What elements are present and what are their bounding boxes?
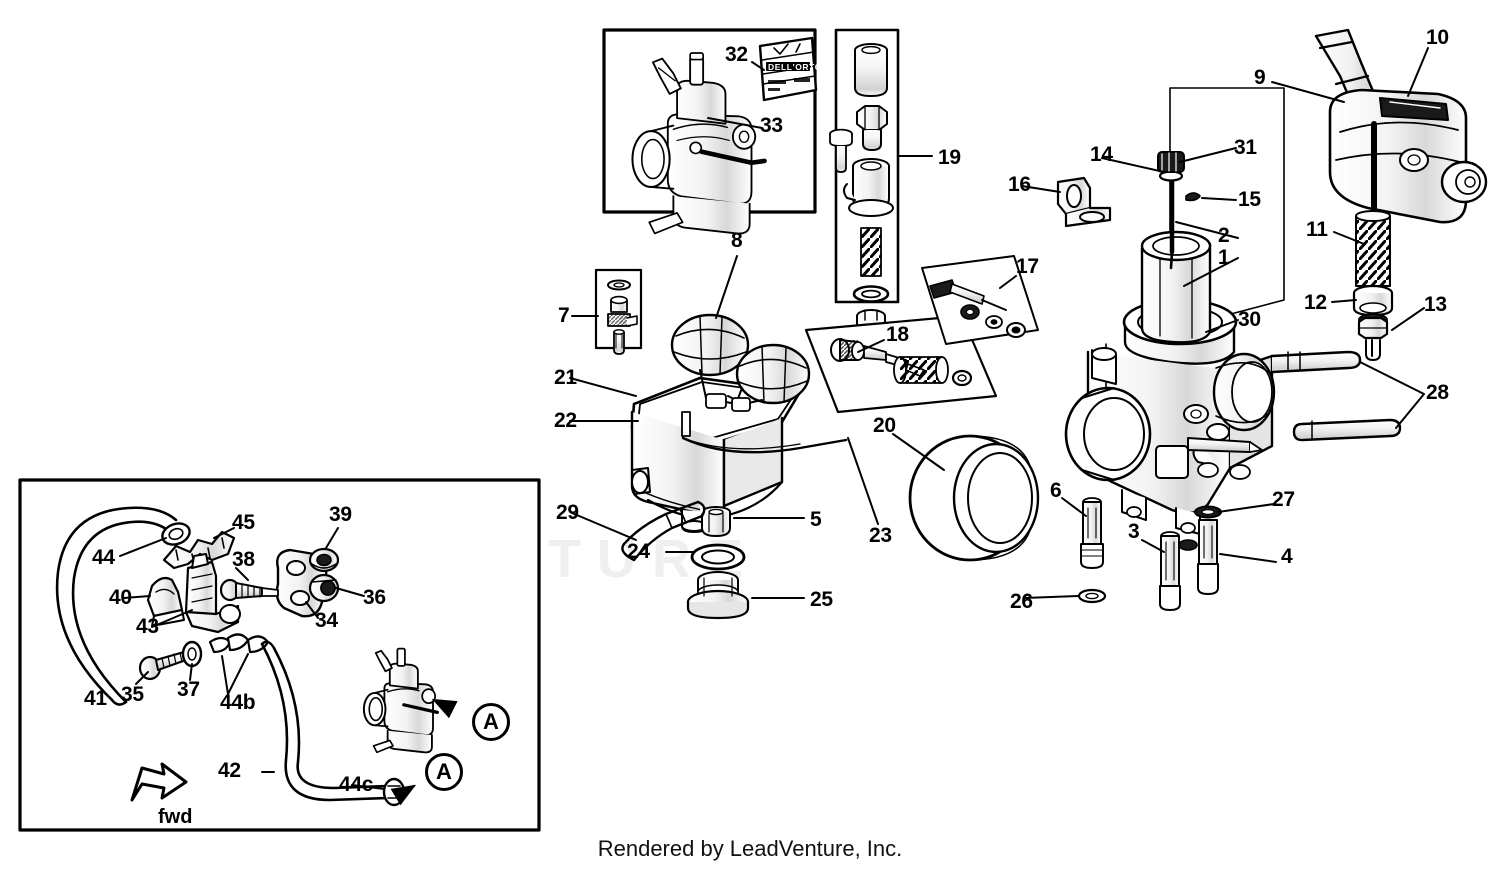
callout-26-washer: 26 xyxy=(1010,590,1033,613)
callout-20-intake-boot: 20 xyxy=(873,414,896,437)
callout-28-vent-hose: 28 xyxy=(1426,381,1449,404)
callout-5-main-jet-holder: 5 xyxy=(810,508,822,531)
callout-37-washer: 37 xyxy=(177,678,200,701)
section-mark-a-top: A xyxy=(472,703,510,741)
callout-38-bolt: 38 xyxy=(232,548,255,571)
callout-43-petcock: 43 xyxy=(136,615,159,638)
callout-44-clamp-b: 44b xyxy=(220,691,256,714)
callout-21-bowl-gasket: 21 xyxy=(554,366,577,389)
callout-1-throttle-slide: 1 xyxy=(1218,246,1230,269)
callout-32-id-plate: 32 xyxy=(725,43,748,66)
callout-15-clip: 15 xyxy=(1238,188,1261,211)
callout-44-clamp: 44 xyxy=(92,546,115,569)
callout-27-o-ring: 27 xyxy=(1272,488,1295,511)
render-credit-footer: Rendered by LeadVenture, Inc. xyxy=(597,836,903,861)
callout-17-idle-screw-kit: 17 xyxy=(1016,255,1039,278)
callout-33-carburetor-assy: 33 xyxy=(760,114,783,137)
section-mark-a-bottom: A xyxy=(425,753,463,791)
callout-19-starter-plunger: 19 xyxy=(938,146,961,169)
callout-39-nut: 39 xyxy=(329,503,352,526)
callout-11-spring: 11 xyxy=(1306,218,1328,241)
callout-44-clamp-c: 44c xyxy=(339,773,374,796)
callout-2-jet-needle: 2 xyxy=(1218,224,1230,247)
callout-7-float-needle-valve: 7 xyxy=(558,304,570,327)
callout-16-cable-bracket: 16 xyxy=(1008,173,1031,196)
callout-9-throttle-cable: 9 xyxy=(1254,66,1266,89)
callout-18-mixture-screw-kit: 18 xyxy=(886,323,909,346)
callout-4-pilot-jet: 4 xyxy=(1281,545,1293,568)
callout-13-lock-nut: 13 xyxy=(1424,293,1447,316)
svg-text:DELL'ORTO: DELL'ORTO xyxy=(768,62,822,72)
callout-45-bracket: 45 xyxy=(232,511,255,534)
callout-34-petcock-plate: 34 xyxy=(315,609,338,632)
callout-29-overflow-hose: 29 xyxy=(556,501,579,524)
callout-24-drain-oring: 24 xyxy=(627,540,650,563)
callout-41-fuel-hose: 41 xyxy=(84,687,107,710)
callout-12-cable-adjuster: 12 xyxy=(1304,291,1327,314)
callout-31-needle-retainer: 31 xyxy=(1234,136,1257,159)
fwd-direction-label: fwd xyxy=(158,806,193,828)
callout-22-float-bowl: 22 xyxy=(554,409,577,432)
callout-35-banjo-bolt: 35 xyxy=(121,683,144,706)
callout-8-float: 8 xyxy=(731,229,743,252)
callout-36-grommet: 36 xyxy=(363,586,386,609)
callout-40-boot: 40 xyxy=(109,586,132,609)
callout-42-fuel-line: 42 xyxy=(218,759,241,782)
callout-10-throttle-housing: 10 xyxy=(1426,26,1449,49)
callout-30-slide-cap: 30 xyxy=(1238,308,1261,331)
callout-23-float-pin: 23 xyxy=(869,524,892,547)
callout-3-main-jet: 3 xyxy=(1128,520,1140,543)
callout-6-needle-jet: 6 xyxy=(1050,479,1062,502)
callout-14-needle-clip: 14 xyxy=(1090,143,1113,166)
callout-25-drain-plug: 25 xyxy=(810,588,833,611)
